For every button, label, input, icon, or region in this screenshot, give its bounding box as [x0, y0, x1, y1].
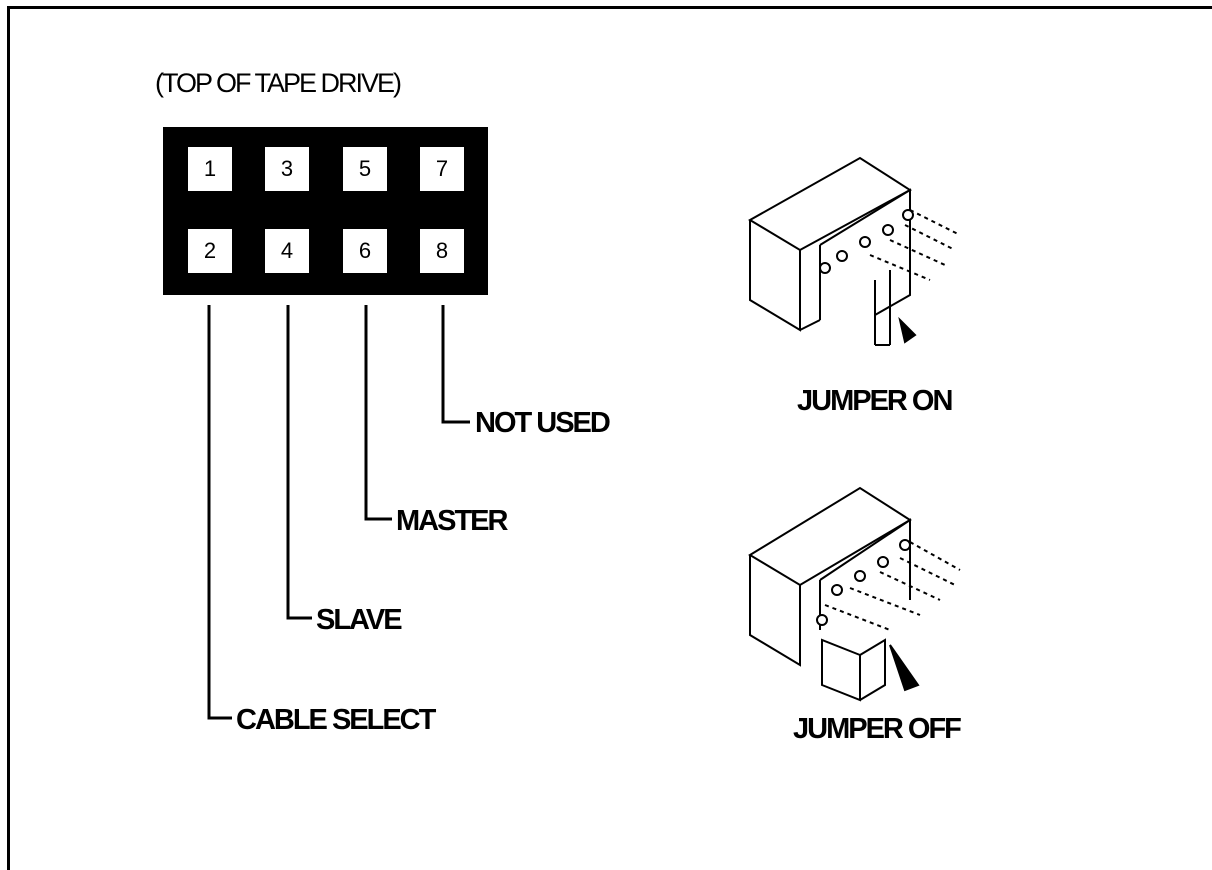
diagram-frame — [7, 6, 1212, 870]
leader-not-used — [441, 305, 470, 424]
leader-slave — [286, 305, 312, 620]
label-jumper-off: JUMPER OFF — [793, 713, 962, 745]
leader-master — [364, 305, 392, 521]
pin-2: 2 — [188, 229, 232, 273]
label-slave: SLAVE — [316, 604, 403, 636]
leader-cable-select — [207, 305, 232, 720]
jumper-on-illustration — [748, 156, 961, 346]
pin-7: 7 — [420, 147, 464, 191]
diagram-title: (TOP OF TAPE DRIVE) — [155, 68, 402, 98]
label-master: MASTER — [396, 505, 508, 537]
pin-5: 5 — [343, 147, 387, 191]
jumper-pin-block: 1 3 5 7 2 4 6 8 — [163, 127, 488, 295]
pin-1: 1 — [188, 147, 232, 191]
pin-8: 8 — [420, 229, 464, 273]
pin-6: 6 — [343, 229, 387, 273]
pin-3: 3 — [265, 147, 309, 191]
label-jumper-on: JUMPER ON — [797, 385, 953, 417]
label-not-used: NOT USED — [475, 407, 611, 439]
label-cable-select: CABLE SELECT — [236, 704, 436, 736]
pin-4: 4 — [265, 229, 309, 273]
jumper-off-illustration — [748, 486, 961, 702]
